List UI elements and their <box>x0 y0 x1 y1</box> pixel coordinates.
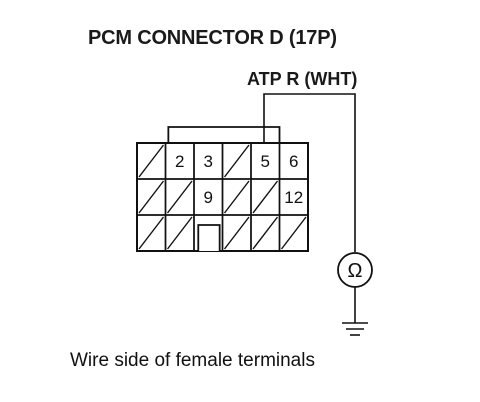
wire-label: ATP R (WHT) <box>247 69 358 89</box>
ground-icon <box>342 322 368 336</box>
unused-terminal-mark <box>223 216 250 250</box>
unused-terminal-mark <box>138 144 165 178</box>
unused-terminal-mark <box>223 180 250 214</box>
terminal-number: 2 <box>175 152 184 171</box>
terminal-number: 3 <box>204 152 213 171</box>
connector-key-notch <box>197 224 221 251</box>
unused-terminal-mark <box>138 180 165 214</box>
unused-terminal-mark <box>223 144 250 178</box>
unused-terminal-mark <box>138 216 165 250</box>
ohm-symbol: Ω <box>348 260 363 282</box>
unused-terminal-mark <box>166 180 193 214</box>
unused-terminal-mark <box>252 180 279 214</box>
terminal-number: 5 <box>261 152 270 171</box>
terminal-number: 6 <box>289 152 298 171</box>
connector-title: PCM CONNECTOR D (17P) <box>88 27 337 49</box>
probe-wire <box>263 93 356 252</box>
terminal-number: 9 <box>204 188 213 207</box>
unused-terminal-mark <box>166 216 193 250</box>
view-caption: Wire side of female terminals <box>70 350 315 371</box>
connector-lock-tab <box>167 126 281 143</box>
terminal-number: 12 <box>284 188 303 207</box>
unused-terminal-mark <box>252 216 279 250</box>
terminal-cell <box>278 214 309 252</box>
unused-terminal-mark <box>280 216 307 250</box>
